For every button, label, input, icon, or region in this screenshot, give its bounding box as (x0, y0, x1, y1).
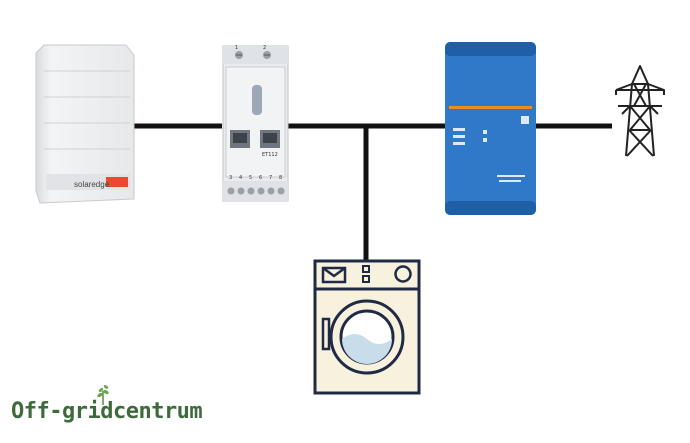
meter-terminal-4: 4 (239, 175, 243, 181)
meter-terminal-8: 8 (279, 175, 283, 181)
leaf-icon (93, 385, 115, 405)
brand-logo-text: Off-gridcentrum (11, 399, 203, 424)
washing-machine-icon (313, 259, 421, 395)
meter-terminal-1: 1 (235, 45, 239, 51)
power-pylon-icon (612, 64, 668, 158)
meter-terminal-2: 2 (263, 45, 267, 51)
meter-model-label: ET112 (262, 152, 278, 158)
inverter-brand-label: solaredge (74, 180, 110, 189)
energy-meter-icon: 1 2 ET112 3 4 5 6 7 8 (222, 45, 289, 202)
meter-terminal-6: 6 (259, 175, 263, 181)
solar-inverter-icon: solaredge (34, 41, 136, 206)
battery-inverter-charger-icon (443, 40, 538, 217)
meter-terminal-7: 7 (269, 175, 273, 181)
meter-terminal-5: 5 (249, 175, 253, 181)
meter-terminal-3: 3 (229, 175, 233, 181)
